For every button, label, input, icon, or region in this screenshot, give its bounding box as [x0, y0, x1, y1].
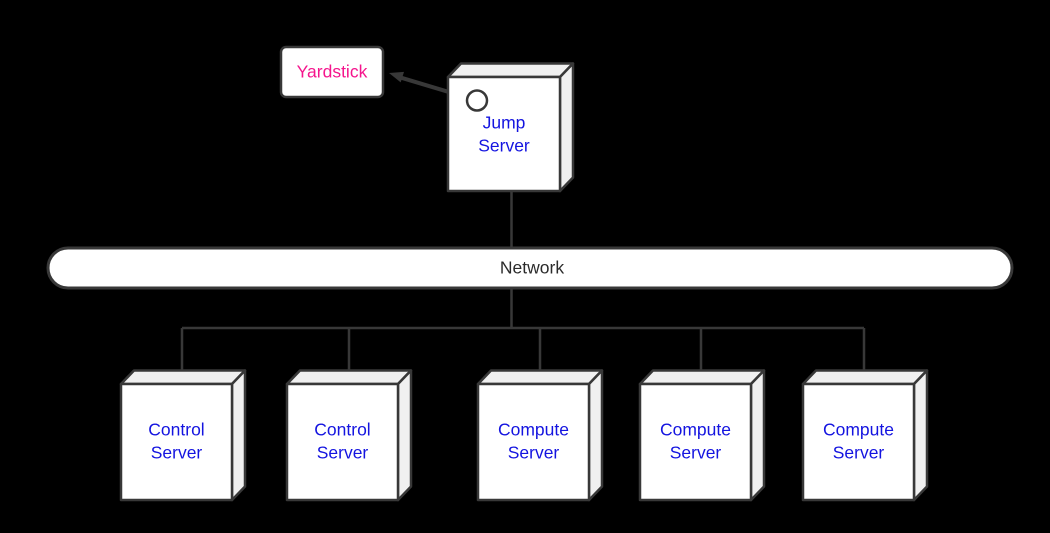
server4-side-face	[749, 369, 766, 502]
server4-label-line2: Server	[670, 443, 722, 463]
server4-label-line1: Compute	[660, 420, 731, 440]
server1-top-face	[119, 369, 247, 386]
server3-side-face	[587, 369, 604, 502]
jump-server-top-face	[446, 62, 575, 79]
server2-front-face	[285, 382, 400, 502]
yardstick-label: Yardstick	[297, 62, 368, 82]
network-label: Network	[500, 258, 564, 278]
server-box-5: Compute Server	[801, 369, 929, 502]
jump-server-label-line2: Server	[478, 136, 530, 156]
server1-side-face	[230, 369, 247, 502]
jump-server-front-face	[446, 75, 562, 193]
server-box-2: Control Server	[285, 369, 413, 502]
server1-front-face	[119, 382, 234, 502]
server3-front-face	[476, 382, 591, 502]
network-node: Network	[46, 246, 1014, 290]
server4-front-face	[638, 382, 753, 502]
jump-server-label-line1: Jump	[483, 113, 526, 133]
server5-label-line1: Compute	[823, 420, 894, 440]
server-box-3: Compute Server	[476, 369, 604, 502]
server3-label-line2: Server	[508, 443, 560, 463]
server2-side-face	[396, 369, 413, 502]
jump-server-side-face	[558, 62, 575, 193]
server-box-4: Compute Server	[638, 369, 766, 502]
server5-side-face	[912, 369, 929, 502]
server4-top-face	[638, 369, 766, 386]
jump-server-node: Jump Server	[446, 62, 575, 193]
server-box-1: Control Server	[119, 369, 247, 502]
server1-label-line1: Control	[148, 420, 204, 440]
server2-top-face	[285, 369, 413, 386]
server1-label-line2: Server	[151, 443, 203, 463]
server2-label-line1: Control	[314, 420, 370, 440]
server5-front-face	[801, 382, 916, 502]
port-circle-icon	[465, 89, 489, 112]
server5-top-face	[801, 369, 929, 386]
server3-top-face	[476, 369, 604, 386]
server3-label-line1: Compute	[498, 420, 569, 440]
yardstick-node: Yardstick	[279, 45, 385, 99]
yardstick-box	[279, 45, 385, 99]
server2-label-line2: Server	[317, 443, 369, 463]
server5-label-line2: Server	[833, 443, 885, 463]
network-pill	[46, 246, 1014, 290]
